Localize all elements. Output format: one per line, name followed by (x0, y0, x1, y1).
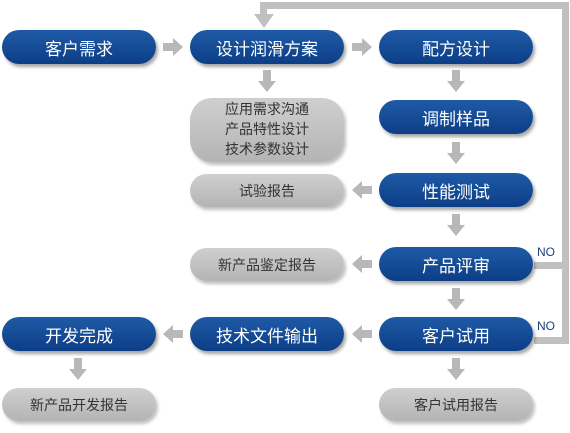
no-label-review: NO (537, 245, 555, 259)
arrow-down-icon (447, 142, 465, 164)
loop-arrow-down-icon (254, 14, 274, 28)
node-product-review: 产品评审 (379, 247, 533, 281)
node-formula-design: 配方设计 (379, 30, 533, 64)
loop-line-trial (534, 337, 569, 344)
loop-line-down (260, 2, 267, 16)
arrow-down-icon (447, 288, 465, 310)
arrow-down-icon (69, 358, 87, 380)
arrow-right-icon (352, 38, 372, 56)
design-note-line: 技术参数设计 (225, 142, 309, 158)
arrow-down-icon (447, 214, 465, 236)
node-performance-test: 性能测试 (379, 173, 533, 207)
node-sample-prep: 调制样品 (379, 100, 533, 134)
node-test-report: 试验报告 (190, 174, 344, 207)
design-note-line: 应用需求沟通 (225, 102, 309, 118)
node-lubrication-design: 设计润滑方案 (190, 30, 344, 64)
arrow-down-icon (447, 358, 465, 380)
node-new-product-dev-report: 新产品开发报告 (2, 388, 156, 421)
arrow-down-icon (258, 70, 276, 92)
loop-line-right (562, 2, 569, 344)
design-note-line: 产品特性设计 (225, 122, 309, 138)
arrow-left-icon (352, 181, 372, 199)
arrow-down-icon (447, 70, 465, 92)
loop-line-top (260, 2, 569, 9)
node-customer-trial: 客户试用 (379, 317, 533, 351)
arrow-right-icon (163, 38, 183, 56)
node-customer-trial-report: 客户试用报告 (379, 388, 533, 421)
arrow-left-icon (352, 325, 372, 343)
arrow-left-icon (352, 255, 372, 273)
node-new-product-appraisal: 新产品鉴定报告 (190, 248, 344, 281)
no-label-trial: NO (537, 319, 555, 333)
node-customer-demand: 客户需求 (2, 30, 156, 64)
node-dev-complete: 开发完成 (2, 317, 156, 351)
node-tech-docs: 技术文件输出 (190, 317, 344, 351)
arrow-left-icon (163, 325, 183, 343)
node-design-notes: 应用需求沟通 产品特性设计 技术参数设计 (190, 98, 344, 162)
loop-line-review (534, 262, 569, 269)
